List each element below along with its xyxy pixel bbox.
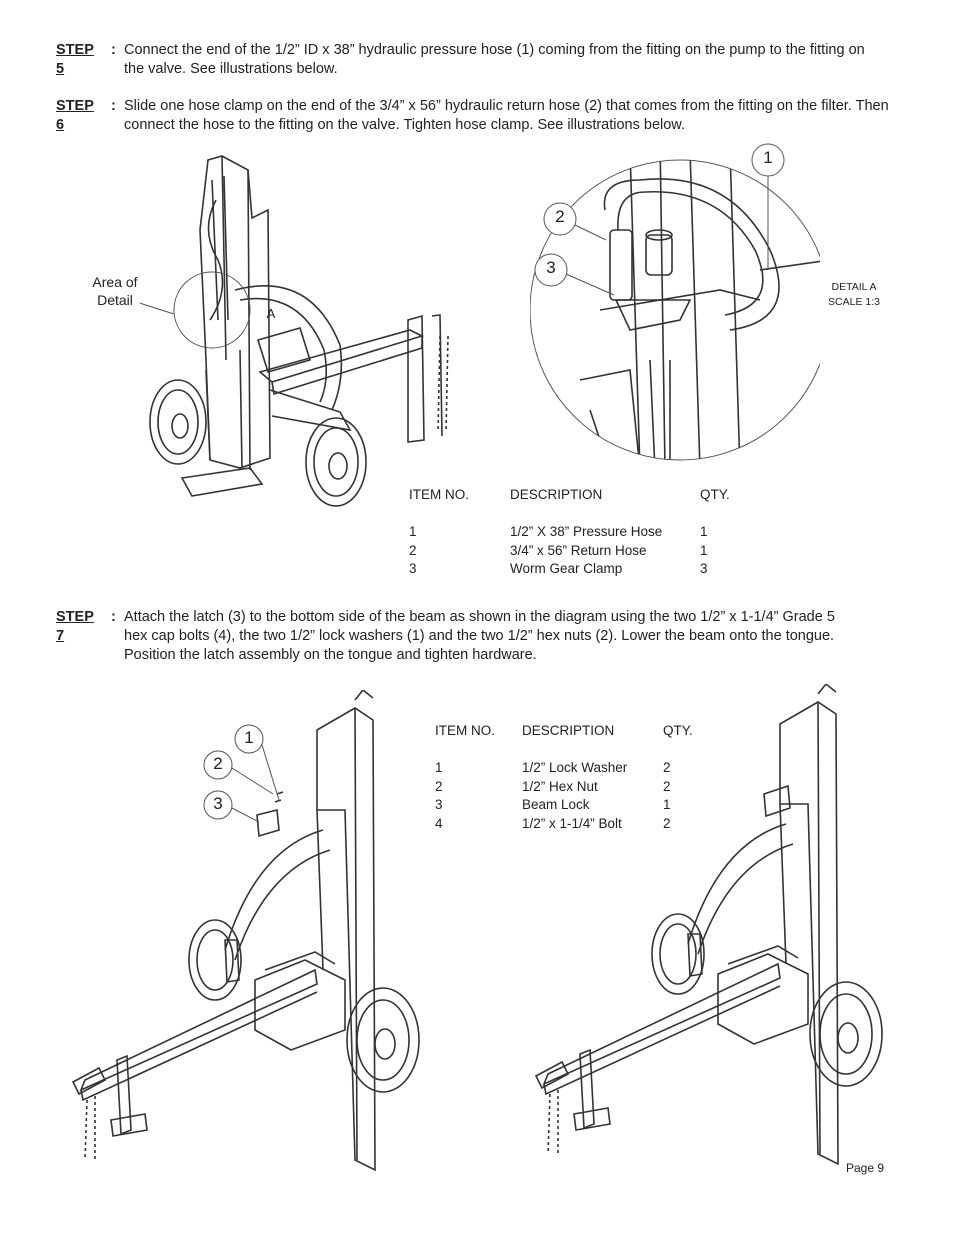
table-cell: 2 [435,778,443,794]
table-cell: 3 [700,561,708,576]
table-header: ITEM NO. [435,723,495,738]
detail-callout-1: 1 [763,148,773,167]
table-header: ITEM NO. [409,487,469,502]
table-cell: 1/2” Hex Nut [522,778,598,794]
table-cell: Beam Lock [522,797,590,812]
step-6-label: STEP 6 [56,98,94,133]
table-header: DESCRIPTION [522,723,615,738]
page-number: Page 9 [846,1161,885,1175]
latch-callout-1: 1 [244,728,254,747]
step-6-text: Slide one hose clamp on the end of the 3… [124,98,889,133]
table-cell: 2 [663,778,671,794]
step-7-text: Attach the latch (3) to the bottom side … [124,609,835,663]
table-cell: 3 [409,561,417,576]
detail-callout-2: 2 [555,207,565,226]
table-cell: 2 [663,760,671,775]
latch-callout-3: 3 [213,794,223,813]
detail-callout-3: 3 [546,258,556,277]
table-header: QTY. [700,487,730,502]
beam-lock-assembled-illustration [534,684,883,1166]
parts-table-1: ITEM NO. 1 2 3 DESCRIPTION 1/2” X 38” Pr… [409,486,749,586]
table-header: DESCRIPTION [510,487,603,502]
detail-a-illustration [530,143,820,461]
table-cell: 4 [435,815,443,831]
step-7-label: STEP 7 [56,609,94,644]
table-cell: 1 [700,542,708,558]
parts-table-2: ITEM NO. 1 2 3 4 DESCRIPTION 1/2” Lock W… [435,722,715,842]
detail-a-caption: DETAIL A SCALE 1:3 [828,281,880,308]
table-cell: 3/4” x 56” Return Hose [510,542,647,558]
table-header: QTY. [663,723,693,738]
table-cell: 1 [663,797,671,812]
step-5-text: Connect the end of the 1/2” ID x 38” hyd… [124,42,865,77]
beam-lock-exploded-illustration [71,690,420,1172]
table-cell: 2 [663,815,671,831]
table-cell: 1/2” Lock Washer [522,760,628,775]
splitter-overview-illustration [140,155,449,507]
table-cell: 2 [409,542,417,558]
table-cell: 1 [435,760,443,775]
table-cell: 1/2” X 38” Pressure Hose [510,524,663,539]
table-cell: Worm Gear Clamp [510,561,623,576]
table-cell: 1/2” x 1-1/4” Bolt [522,815,622,831]
table-cell: 3 [435,797,443,812]
table-cell: 1 [700,524,708,539]
latch-callout-2: 2 [213,754,223,773]
step-5-label: STEP 5 [56,42,94,77]
detail-marker: A [266,306,276,321]
area-of-detail-label: Area of Detail [92,274,138,308]
table-cell: 1 [409,524,417,539]
